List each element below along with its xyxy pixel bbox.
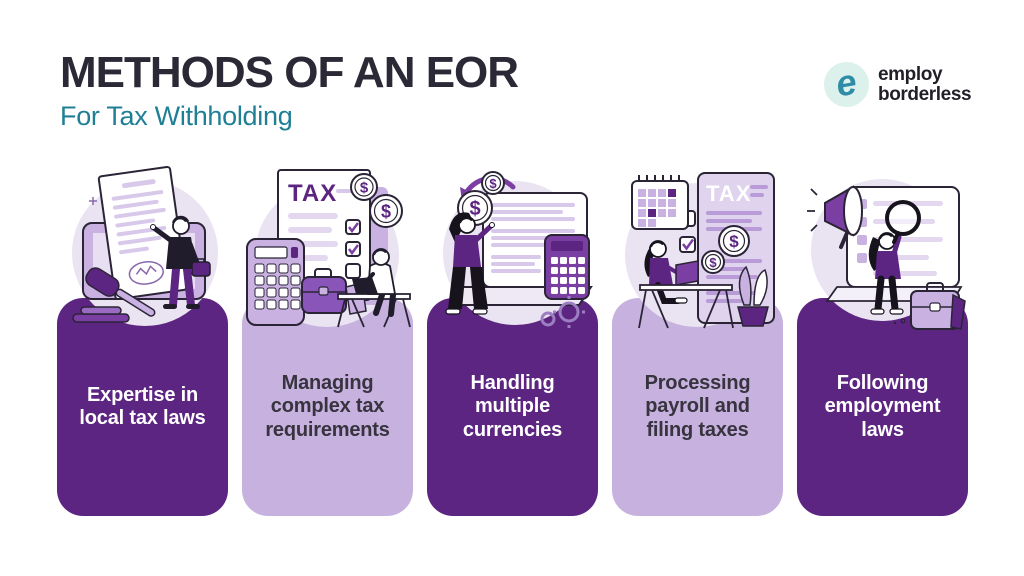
employ-borderless-logo: e employ borderless (820, 58, 972, 111)
dollar-coin-icon: $ (701, 250, 725, 274)
expertise-illustration (57, 165, 228, 340)
method-column-5: Following employment laws (797, 165, 968, 516)
person-at-desk-figure (337, 248, 411, 328)
svg-text:$: $ (489, 176, 497, 191)
gears-icon (540, 296, 585, 328)
laptop-icon (675, 260, 699, 286)
svg-text:$: $ (709, 255, 717, 270)
method-card-label: Managing complex tax requirements (265, 371, 390, 441)
svg-text:TAX: TAX (706, 181, 751, 206)
checkbox-empty (345, 263, 361, 279)
method-card-managing: Managing complex tax requirements (242, 298, 413, 516)
logo-e-icon: e (820, 58, 873, 111)
logo-wordmark: employ borderless (878, 63, 972, 105)
man-pointing-tax-document-gavel-icon (72, 166, 218, 326)
calculator-icon (544, 234, 590, 300)
tax-form-calculator-person-icon: TAX $ (246, 169, 411, 328)
dollar-coin-icon: $ (718, 225, 750, 257)
currency-exchange-laptop-icon: $ $ (443, 171, 593, 328)
method-card-label: Handling multiple currencies (462, 371, 563, 441)
dot-decoration (893, 321, 897, 325)
svg-text:$: $ (729, 232, 739, 251)
logo-word-borderless: borderless (878, 83, 972, 105)
managing-illustration: TAX $ (242, 165, 413, 340)
method-card-label: Processing payroll and filing taxes (644, 371, 751, 441)
sparkle-decoration (89, 197, 97, 205)
dollar-coin-icon: $ (481, 171, 505, 195)
method-card-label: Following employment laws (824, 371, 941, 441)
businessman-figure (150, 215, 211, 309)
method-column-4: TAX $ $ (612, 165, 783, 516)
method-column-3: $ $ (427, 165, 598, 516)
svg-text:$: $ (469, 198, 480, 220)
megaphone-magnifier-checklist-icon (807, 179, 966, 330)
calculator-icon (246, 238, 305, 326)
header: METHODS OF AN EOR For Tax Withholding (60, 48, 519, 132)
page-title: METHODS OF AN EOR (60, 48, 519, 97)
currencies-illustration: $ $ (427, 165, 598, 340)
method-card-payroll: Processing payroll and filing taxes (612, 298, 783, 516)
laptop-icon (453, 192, 593, 306)
dollar-coin-icon: $ (350, 173, 378, 201)
woman-at-desk-figure (638, 240, 734, 329)
page-subtitle: For Tax Withholding (60, 101, 293, 132)
gavel-icon (72, 267, 156, 323)
megaphone-icon (807, 185, 863, 249)
method-card-label: Expertise in local tax laws (79, 383, 206, 429)
payroll-illustration: TAX $ $ (612, 165, 783, 340)
plant-icon (737, 265, 769, 327)
method-column-1: Expertise in local tax laws (57, 165, 228, 516)
svg-text:TAX: TAX (288, 180, 337, 207)
woman-figure (445, 212, 495, 315)
woman-with-magnifier-figure (868, 200, 921, 315)
logo-word-employ: employ (878, 63, 943, 85)
legal-document-icon (97, 166, 188, 301)
svg-text:$: $ (381, 202, 391, 222)
checkbox-checked (345, 241, 361, 257)
checkbox-checked (679, 236, 696, 253)
method-column-2: TAX $ (242, 165, 413, 516)
employment-laws-illustration (797, 165, 968, 340)
briefcase-icon (191, 261, 211, 277)
method-card-expertise: Expertise in local tax laws (57, 298, 228, 516)
method-card-employment-laws: Following employment laws (797, 298, 968, 516)
dollar-coin-icon: $ (369, 194, 403, 228)
calendar-tax-report-woman-icon: TAX $ $ (625, 172, 775, 329)
dot-decoration (900, 318, 906, 324)
bag-icon (950, 293, 966, 330)
method-card-currencies: Handling multiple currencies (427, 298, 598, 516)
briefcase-icon (910, 282, 966, 330)
calendar-icon (631, 175, 689, 230)
magnifier-icon (885, 200, 921, 244)
svg-text:$: $ (360, 180, 369, 197)
method-cards-row: Expertise in local tax laws TAX (57, 165, 968, 516)
checkbox-checked (345, 219, 361, 235)
